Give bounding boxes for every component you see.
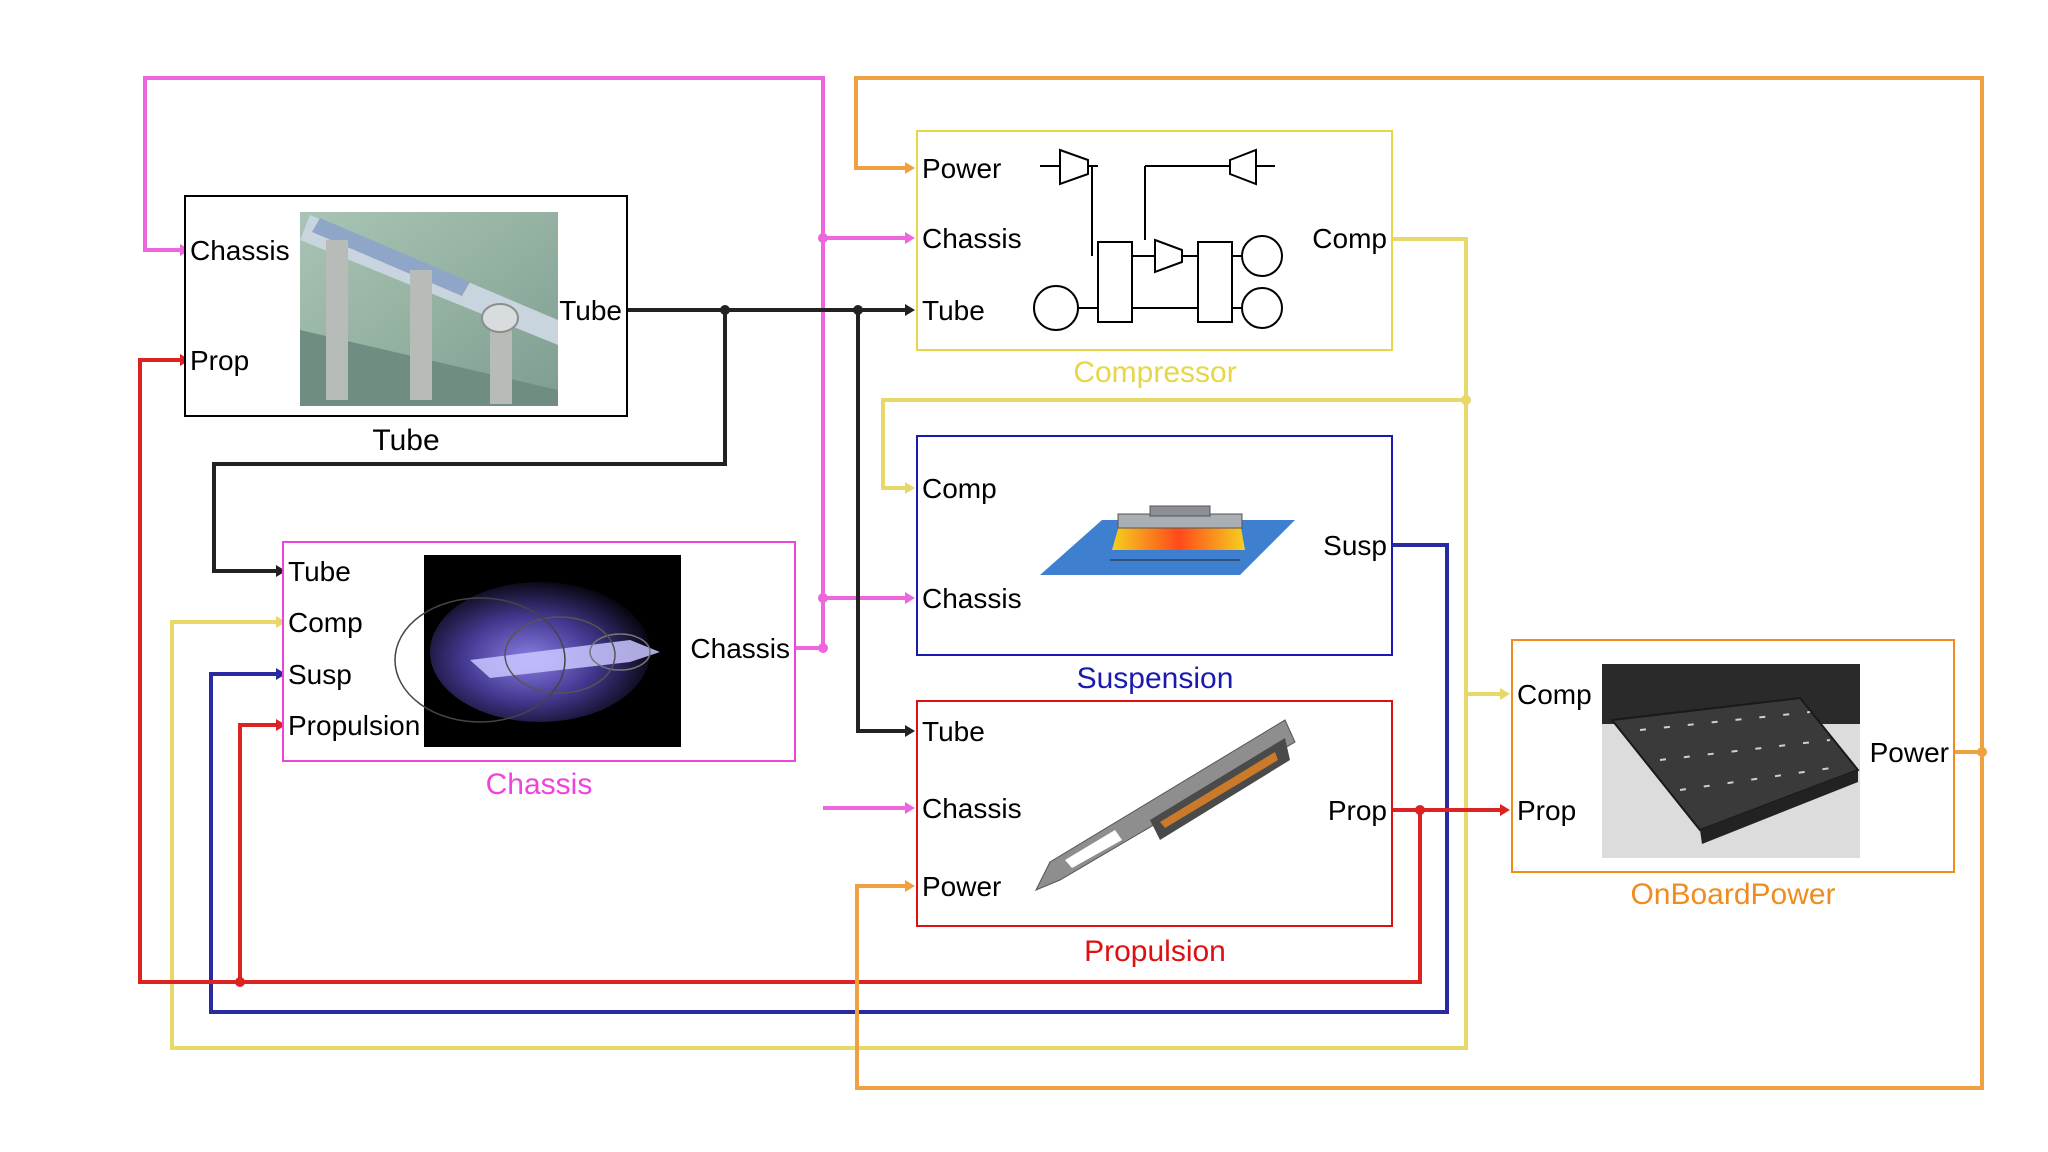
propulsion-port-chassis[interactable]: Chassis [922, 793, 1022, 824]
propulsion-illustration [1034, 719, 1296, 891]
propulsion-port-power[interactable]: Power [922, 871, 1001, 902]
chassis-port-propulsion[interactable]: Propulsion [288, 710, 420, 741]
suspension-port-chassis[interactable]: Chassis [922, 583, 1022, 614]
propulsion-block-name: Propulsion [1084, 935, 1226, 968]
compressor-port-chassis[interactable]: Chassis [922, 223, 1022, 254]
comp-connection[interactable] [170, 237, 1500, 1050]
suspension-illustration [1040, 505, 1295, 575]
suspension-port-susp[interactable]: Susp [1323, 530, 1387, 561]
propulsion-port-prop[interactable]: Prop [1328, 795, 1387, 826]
chassis-block-name: Chassis [486, 768, 593, 801]
suspension-block-name: Suspension [1077, 662, 1234, 695]
compressor-port-tube[interactable]: Tube [922, 295, 985, 326]
power-connection[interactable] [854, 76, 1984, 1090]
tube-block[interactable]: Chassis Prop Tube Tube [184, 195, 628, 457]
chassis-port-chassis[interactable]: Chassis [690, 633, 790, 664]
chassis-port-tube[interactable]: Tube [288, 556, 351, 587]
tube-port-chassis[interactable]: Chassis [190, 235, 290, 266]
prop-connection[interactable] [138, 358, 1500, 984]
compressor-port-comp[interactable]: Comp [1312, 223, 1387, 254]
onboardpower-port-power[interactable]: Power [1870, 737, 1949, 768]
junction-dots [235, 233, 1987, 987]
onboardpower-port-prop[interactable]: Prop [1517, 795, 1576, 826]
chassis-port-comp[interactable]: Comp [288, 607, 363, 638]
compressor-port-power[interactable]: Power [922, 153, 1001, 184]
chassis-illustration [394, 555, 681, 747]
tube-illustration [300, 212, 558, 406]
susp-connection[interactable] [209, 543, 1449, 1014]
onboardpower-block-name: OnBoardPower [1630, 878, 1835, 911]
suspension-block[interactable]: Comp Chassis Susp Suspension [916, 435, 1393, 695]
onboardpower-block[interactable]: Comp Prop Power OnBoardPower [1511, 639, 1955, 911]
connections [138, 76, 1987, 1090]
onboardpower-port-comp[interactable]: Comp [1517, 679, 1592, 710]
suspension-port-comp[interactable]: Comp [922, 473, 997, 504]
tube-port-prop[interactable]: Prop [190, 345, 249, 376]
compressor-block-name: Compressor [1073, 356, 1236, 389]
port-arrows [180, 162, 1510, 892]
chassis-port-susp[interactable]: Susp [288, 659, 352, 690]
propulsion-port-tube[interactable]: Tube [922, 716, 985, 747]
onboardpower-illustration [1602, 664, 1860, 858]
compressor-block[interactable]: Power Chassis Tube Comp Compressor [916, 130, 1393, 389]
chassis-block[interactable]: Tube Comp Susp Propulsion Chassis Chassi… [282, 541, 796, 801]
propulsion-block[interactable]: Tube Chassis Power Prop Propulsion [916, 700, 1393, 968]
compressor-schematic-icon [1033, 148, 1283, 331]
chassis-connection[interactable] [143, 76, 905, 810]
tube-block-name: Tube [372, 424, 439, 457]
tube-port-tube[interactable]: Tube [559, 295, 622, 326]
